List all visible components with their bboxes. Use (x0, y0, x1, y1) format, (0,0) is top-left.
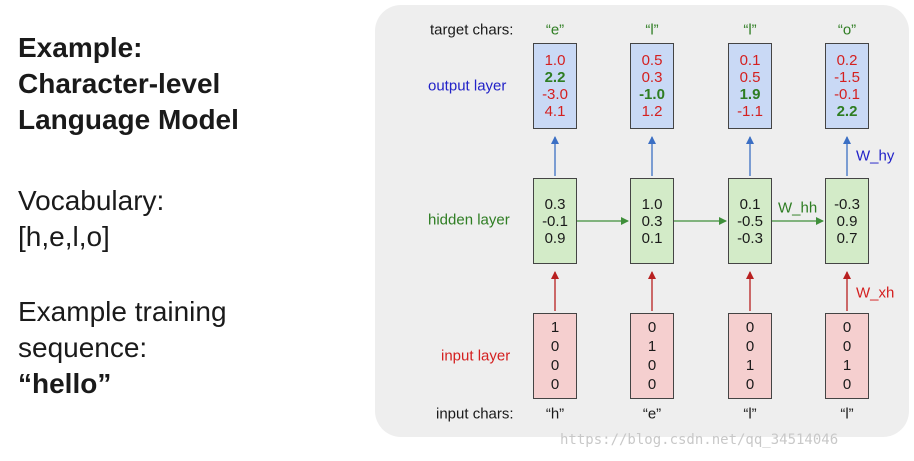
w-xh-label: W_xh (856, 284, 895, 302)
sequence-label-line-2: sequence: (18, 332, 148, 363)
input-box-value: 0 (647, 376, 657, 393)
input-chars-label: input chars: (436, 405, 514, 423)
output-box-value: 4.1 (544, 103, 566, 120)
input-layer-label: input layer (441, 347, 511, 365)
input-box-value: 0 (745, 376, 755, 393)
input-box: 0 0 1 0 (825, 313, 869, 399)
intro-text: Example: Character-level Language Model … (18, 30, 358, 402)
w-hy-label: W_hy (856, 147, 895, 165)
target-char: “e” (545, 21, 565, 39)
input-char: “l” (840, 405, 854, 423)
hidden-layer-label: hidden layer (428, 211, 510, 229)
hidden-box-value: 0.1 (641, 229, 663, 247)
input-box: 1 0 0 0 (533, 313, 577, 399)
hidden-box-value: 0.7 (836, 229, 858, 247)
output-box-value: 0.2 (836, 52, 858, 69)
input-box-value: 0 (550, 357, 560, 374)
vocab-label: Vocabulary: (18, 185, 165, 216)
title-line-3: Language Model (18, 104, 239, 135)
input-box-value: 1 (647, 338, 657, 355)
input-box-value: 0 (842, 338, 852, 355)
hidden-box: 0.1-0.5-0.3 (728, 178, 772, 264)
vocab-value: [h,e,l,o] (18, 221, 110, 252)
target-char: “o” (837, 21, 857, 39)
input-box-value: 0 (745, 319, 755, 336)
hidden-box-value: -0.3 (737, 229, 763, 247)
input-box-value: 0 (550, 338, 560, 355)
input-box-value: 0 (842, 319, 852, 336)
output-box-value: 0.3 (641, 69, 663, 86)
output-layer-label: output layer (428, 77, 507, 95)
hidden-box-value: 0.3 (641, 212, 663, 230)
hidden-box-value: 0.9 (836, 212, 858, 230)
title-line-2: Character-level (18, 68, 221, 99)
output-box-value: -3.0 (542, 86, 568, 103)
output-box-value: -0.1 (834, 86, 860, 103)
input-char: “e” (642, 405, 662, 423)
hidden-box-value: 0.9 (544, 229, 566, 247)
output-box-value: 0.5 (641, 52, 663, 69)
hidden-box-value: 1.0 (641, 195, 663, 213)
input-box-value: 0 (550, 376, 560, 393)
output-box-value: 1.0 (544, 52, 566, 69)
input-box-value: 0 (745, 338, 755, 355)
hidden-box-value: -0.5 (737, 212, 763, 230)
input-box-value: 0 (647, 319, 657, 336)
sequence-value: “hello” (18, 368, 112, 399)
hidden-box-value: 0.3 (544, 195, 566, 213)
title-line-1: Example: (18, 32, 143, 63)
output-box-value: 2.2 (836, 103, 858, 120)
output-box-value: 1.9 (739, 86, 761, 103)
sequence-label-line-1: Example training (18, 296, 227, 327)
input-box-value: 0 (842, 376, 852, 393)
hidden-box-value: -0.1 (542, 212, 568, 230)
input-char: “h” (545, 405, 565, 423)
output-box-value: -1.0 (639, 86, 665, 103)
input-char: “l” (743, 405, 757, 423)
output-box-value: -1.5 (834, 69, 860, 86)
hidden-box-value: -0.3 (834, 195, 860, 213)
hidden-box-value: 0.1 (739, 195, 761, 213)
input-box-value: 1 (745, 357, 755, 374)
input-box: 0 0 1 0 (728, 313, 772, 399)
w-hh-label: W_hh (778, 199, 818, 217)
output-box-value: 0.1 (739, 52, 761, 69)
output-box-value: 1.2 (641, 103, 663, 120)
output-box-value: -1.1 (737, 103, 763, 120)
target-char: “l” (743, 21, 757, 39)
output-box-value: 0.5 (739, 69, 761, 86)
target-char: “l” (645, 21, 659, 39)
input-box-value: 0 (647, 357, 657, 374)
input-box-value: 1 (550, 319, 560, 336)
target-chars-label: target chars: (430, 21, 514, 39)
input-box-value: 1 (842, 357, 852, 374)
watermark: https://blog.csdn.net/qq_34514046 (560, 432, 839, 448)
output-box-value: 2.2 (544, 69, 566, 86)
input-box: 0 1 0 0 (630, 313, 674, 399)
